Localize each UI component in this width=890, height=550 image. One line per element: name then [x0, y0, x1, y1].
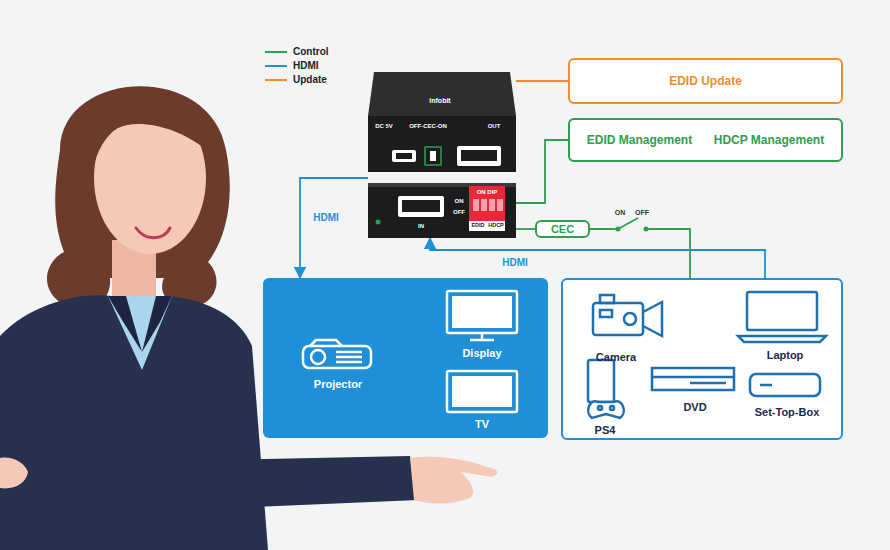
legend-label: Update: [293, 74, 327, 86]
box-label: CEC: [551, 223, 574, 235]
switch-label: OFF: [635, 209, 649, 216]
management-box: EDID Management HDCP Management: [568, 118, 843, 162]
item-label: Camera: [596, 352, 636, 363]
item-label: OFF: [453, 209, 465, 215]
source-panel: Camera LaptopPS4 DVD Set-Top-Box: [561, 278, 843, 440]
cec-box: CEC: [535, 220, 590, 238]
source-icons: [588, 292, 826, 418]
item-label: EDID: [471, 223, 484, 229]
hdmi-output-line: [300, 178, 368, 278]
sink-panel: Projector DisplayTV: [263, 278, 548, 438]
legend-entry: HDMI: [265, 60, 319, 72]
legend-entry: Control: [265, 46, 329, 58]
device-illustration: [368, 72, 516, 238]
edge-label: HDMI: [499, 256, 531, 269]
item-label: Projector: [314, 379, 362, 390]
item-label: OFF-CEC-ON: [409, 123, 447, 129]
item-label: infobit: [429, 97, 450, 104]
legend-entry: Update: [265, 74, 327, 86]
item-label: PS4: [595, 425, 616, 436]
update-box: EDID Update: [568, 58, 843, 104]
item-label: Display: [462, 348, 501, 359]
control-line: [516, 140, 568, 203]
legend-line-sample: [265, 51, 287, 53]
legend-line-sample: [265, 79, 287, 81]
item-label: DVD: [683, 402, 706, 413]
edge-label: HDMI: [310, 211, 342, 224]
item-label: ON DIP: [477, 189, 498, 195]
sink-panel-fill: [263, 278, 548, 438]
sink-icons: [303, 291, 517, 412]
cec-line: [516, 228, 535, 230]
legend-label: HDMI: [293, 60, 319, 72]
item-label: Laptop: [767, 350, 804, 361]
hdmi-input-line: [430, 238, 765, 278]
item-label: DC 5V: [375, 123, 393, 129]
presenter-figure: [0, 86, 497, 550]
item-label: TV: [475, 419, 489, 430]
item-label: IN: [418, 223, 424, 229]
item-label: Set-Top-Box: [755, 407, 820, 418]
device-unit: infobit DC 5V OFF-CEC-ON OUT ON DIP ON OFF EDID…: [368, 70, 516, 238]
switch-label: ON: [615, 209, 626, 216]
legend-line-sample: [265, 65, 287, 67]
box-label: EDID Management: [587, 133, 692, 147]
legend-label: Control: [293, 46, 329, 58]
cec-line: [590, 229, 690, 278]
item-label: HDCP: [488, 223, 504, 229]
item-label: ON: [455, 198, 464, 204]
source-panel-fill: [561, 278, 843, 440]
cec-switch: [612, 218, 650, 236]
box-label: HDCP Management: [714, 133, 824, 147]
update-line: [516, 80, 568, 82]
item-label: OUT: [488, 123, 501, 129]
box-label: EDID Update: [669, 74, 742, 88]
